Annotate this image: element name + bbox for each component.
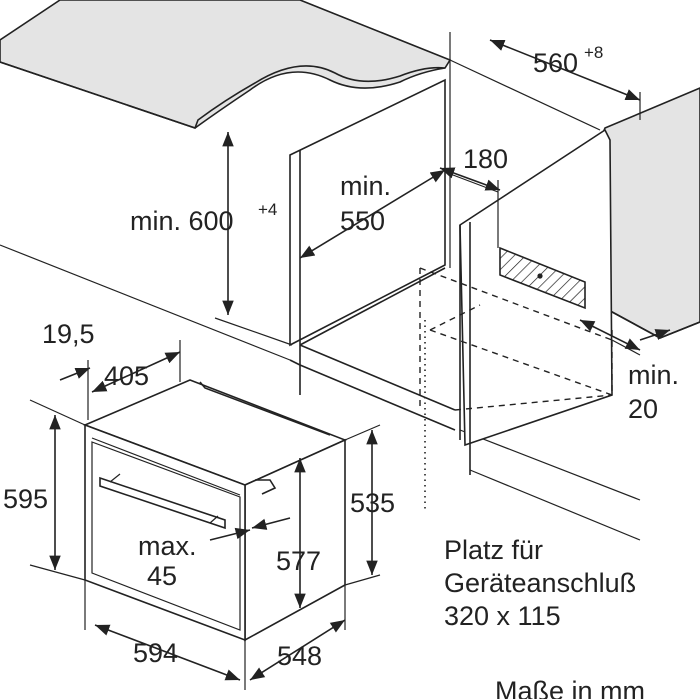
dim-20 [579,319,671,356]
label-560-tolerance: +8 [584,43,603,62]
note-line-2: Geräteanschluß [444,568,636,598]
dim-548 [249,585,346,681]
dim-19-5 [59,360,91,420]
label-594: 594 [133,638,178,668]
dim-535 [344,424,381,586]
dim-180 [439,167,501,248]
label-20: 20 [628,394,658,424]
oven [82,379,348,642]
dim-550 [299,169,446,259]
dim-560 [449,32,641,120]
dim-595 [29,399,86,581]
label-min-right: min. [628,360,679,390]
label-535: 535 [350,488,395,518]
note-line-1: Platz für [444,535,543,565]
dim-600 [214,132,293,346]
label-45: 45 [147,561,177,591]
label-405: 405 [104,361,149,391]
dim-405 [91,340,181,393]
label-180: 180 [463,144,508,174]
label-600-tolerance: +4 [258,200,277,219]
label-595: 595 [3,484,48,514]
note-line-3: 320 x 115 [444,601,561,631]
dim-594 [84,580,246,690]
label-560: 560 [533,48,578,78]
label-min-top: min. [340,171,391,201]
connection-box-icon [499,246,586,310]
worktop [0,0,452,130]
label-19-5: 19,5 [42,319,95,349]
label-577: 577 [276,546,321,576]
footer-units: Maße in mm [495,676,645,699]
oven-handle-icon [99,476,226,530]
label-550: 550 [340,206,385,236]
dim-max-45 [209,517,291,541]
label-min-600: min. 600 [130,206,234,236]
label-max: max. [138,531,197,561]
label-548: 548 [277,641,322,671]
